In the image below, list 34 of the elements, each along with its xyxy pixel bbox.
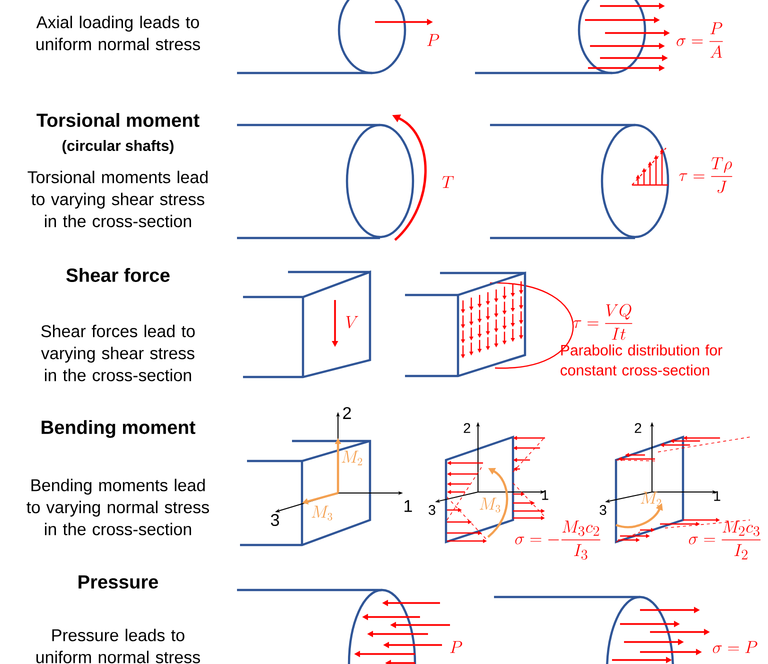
stress-formula: $\sigma = -\frac{M_3 c_2}{I_3}$ xyxy=(515,520,600,560)
load-symbol: $P$ xyxy=(427,34,440,46)
load-symbol: $P$ xyxy=(450,641,462,653)
axis-label: 3 xyxy=(270,514,279,526)
load-symbol: $T$ xyxy=(442,176,454,188)
section-subheading: (circular shafts) xyxy=(62,140,174,154)
axis-label: 3 xyxy=(428,505,436,515)
annotation-text: Parabolic distribution for constant cross-section xyxy=(560,344,722,376)
description-text: Shear forces lead to varying shear stress in the cross-section xyxy=(41,324,195,382)
section-heading: Shear force xyxy=(66,268,170,282)
axis-label: 2 xyxy=(464,423,470,433)
stress-formula: $\sigma = \frac{P}{A}$ xyxy=(676,22,723,58)
stress-formula: $\tau = \frac{T\rho}{J}$ xyxy=(679,157,732,194)
stress-formula: $\sigma = \frac{M_2 c_3}{I_2}$ xyxy=(688,520,761,560)
description-text: Torsional moments lead to varying shear stress in the cross-section xyxy=(28,170,208,228)
moment-symbol: $M_2$ xyxy=(640,492,662,506)
section-heading: Torsional moment xyxy=(36,113,200,127)
moment-symbol: $M_3$ xyxy=(312,506,332,520)
axis-label: 1 xyxy=(714,491,720,501)
moment-symbol: $M_2$ xyxy=(342,450,362,466)
description-text: Bending moments lead to varying normal stress in the cross-section xyxy=(26,478,209,536)
section-heading: Pressure xyxy=(78,575,158,589)
description-text: Axial loading leads to uniform normal stress xyxy=(36,16,200,50)
axis-label: 1 xyxy=(404,500,412,512)
load-symbol: $V$ xyxy=(346,316,358,328)
description-text: Pressure leads to uniform normal stress xyxy=(36,628,200,664)
load-symbol: $\sigma = P$ xyxy=(712,641,758,654)
axis-label: 3 xyxy=(600,505,606,515)
stress-formula: $\tau = \frac{VQ}{It}$ xyxy=(573,304,632,340)
axis-label: 2 xyxy=(634,423,642,433)
axis-label: 2 xyxy=(343,407,351,419)
moment-symbol: $M_3$ xyxy=(480,498,500,512)
section-heading: Bending moment xyxy=(42,420,196,438)
axis-label: 1 xyxy=(542,490,548,500)
